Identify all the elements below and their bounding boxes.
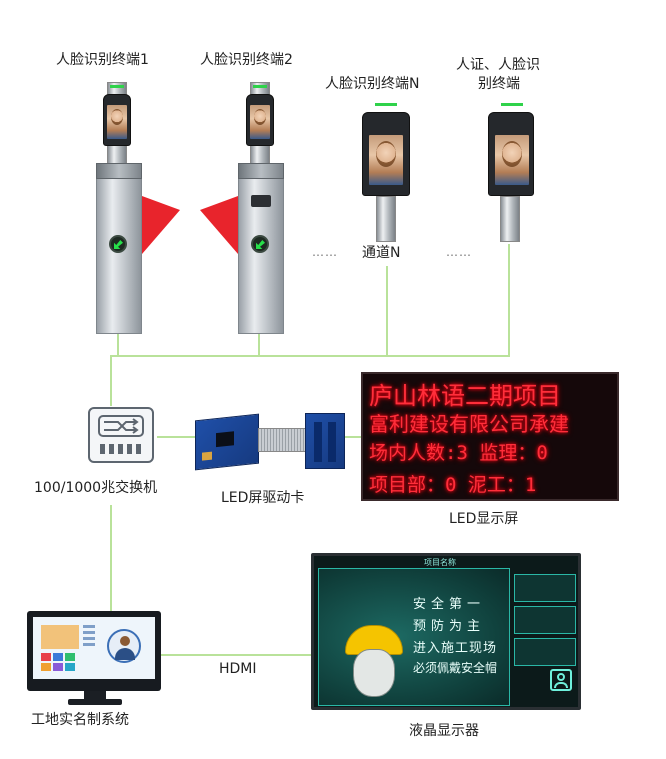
face-terminal-n <box>362 103 410 196</box>
face-photo-icon <box>254 109 266 125</box>
led-driver-hub <box>305 413 345 469</box>
wire-terminalN <box>386 266 388 356</box>
channel-label: 通道N <box>362 245 401 261</box>
led-display: 庐山林语二期项目 富利建设有限公司承建 场内人数:3 监理：0 项目部：0 泥工… <box>361 372 619 501</box>
wire-trunk-top <box>110 356 112 406</box>
wire-terminal2 <box>258 333 260 356</box>
turnstile-wing-1 <box>142 196 180 254</box>
wire-terminal1 <box>117 333 119 356</box>
lcd-title: 项目名称 <box>424 558 456 567</box>
monitor-base <box>68 699 122 705</box>
switch-icon <box>98 415 144 437</box>
id-face-terminal-post <box>500 196 520 242</box>
hdmi-label: HDMI <box>219 661 257 677</box>
ellipsis-2: …… <box>446 245 472 259</box>
ellipsis-1: …… <box>312 245 338 259</box>
led-line-2: 富利建设有限公司承建 <box>369 412 569 436</box>
wire-hdmi <box>161 654 311 656</box>
user-icon <box>550 669 572 691</box>
person-icon <box>107 629 141 663</box>
lcd-line-2: 预防为主 <box>413 619 486 634</box>
face-terminal-2 <box>246 85 274 146</box>
wire-horizontal-bus <box>110 355 510 357</box>
terminal-label-n: 人脸识别终端N <box>325 76 420 92</box>
ribbon-cable <box>258 428 308 452</box>
lcd-line-3: 进入施工现场 <box>413 641 498 656</box>
led-driver-board <box>195 413 259 471</box>
lcd-display: 项目名称 安全第一 预防为主 进入施工现场 必须佩戴安全帽 <box>311 553 581 710</box>
terminal-label-2: 人脸识别终端2 <box>200 52 293 68</box>
card-reader-icon <box>251 195 271 207</box>
face-terminal-1 <box>103 85 131 146</box>
led-line-3: 场内人数:3 监理：0 <box>369 442 548 464</box>
lcd-side-panel-1 <box>514 574 576 602</box>
face-photo-icon <box>376 141 396 167</box>
turnstile-cabinet-2 <box>238 163 284 334</box>
lcd-line-4: 必须佩戴安全帽 <box>413 661 498 675</box>
lcd-line-1: 安全第一 <box>413 597 486 612</box>
wire-terminal4 <box>508 244 510 356</box>
lcd-label: 液晶显示器 <box>409 723 479 739</box>
turnstile-cabinet-1 <box>96 163 142 334</box>
led-line-1: 庐山林语二期项目 <box>369 382 561 410</box>
arrow-icon <box>109 235 127 253</box>
led-label: LED显示屏 <box>449 511 519 527</box>
network-switch <box>88 407 154 463</box>
led-line-4: 项目部：0 泥工：1 <box>369 474 537 496</box>
switch-label: 100/1000兆交换机 <box>34 480 158 496</box>
terminal-label-1: 人脸识别终端1 <box>56 52 149 68</box>
wire-switch-driver <box>157 436 197 438</box>
pc-monitor <box>27 611 161 691</box>
terminal-label-4-line2: 别终端 <box>478 76 520 92</box>
face-photo-icon <box>111 109 123 125</box>
lcd-side-panel-3 <box>514 638 576 666</box>
id-face-terminal <box>488 103 534 196</box>
pc-label: 工地实名制系统 <box>31 712 129 728</box>
arrow-icon <box>251 235 269 253</box>
lcd-side-panel-2 <box>514 606 576 634</box>
driver-label: LED屏驱动卡 <box>221 490 305 506</box>
face-terminal-n-post <box>376 196 396 242</box>
worker-icon <box>353 649 395 697</box>
wire-switch-pc <box>110 505 112 611</box>
wire-driver-led <box>345 436 363 438</box>
terminal-label-4-line1: 人证、人脸识 <box>456 57 540 73</box>
monitor-neck <box>84 691 106 701</box>
face-photo-icon <box>502 141 522 167</box>
turnstile-wing-2 <box>200 196 238 254</box>
